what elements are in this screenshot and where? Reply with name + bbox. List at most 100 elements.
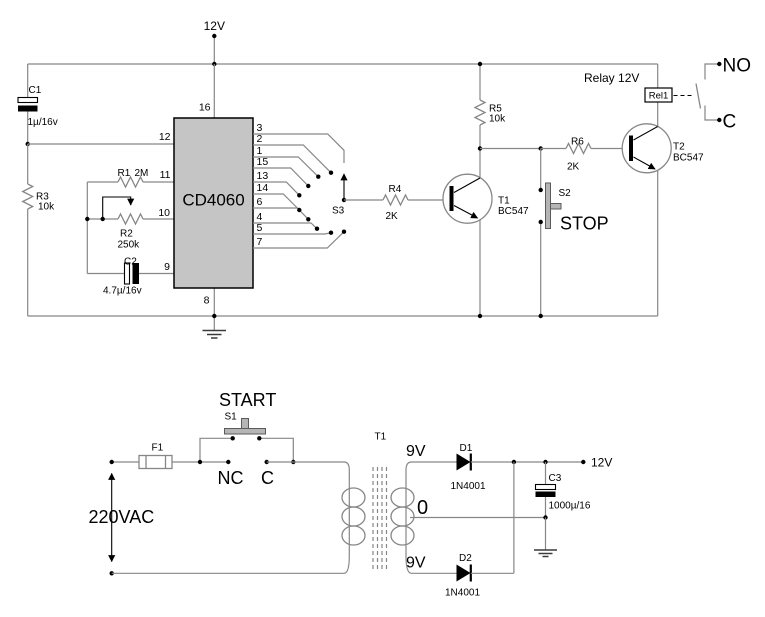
diode-d1: D1 1N4001 — [451, 443, 586, 492]
mains-input-220vac: 220VAC — [89, 459, 155, 576]
transistor-t2: T2 BC547 — [621, 102, 704, 316]
relay-no-label: NO — [723, 56, 752, 77]
r1-ref: R1 — [118, 168, 131, 179]
relay-ref: Rel1 — [649, 91, 669, 102]
r2-ref: R2 — [120, 229, 133, 240]
r4-ref: R4 — [389, 184, 402, 195]
ic-pin6-label: 6 — [257, 196, 263, 208]
d2-ref: D2 — [459, 553, 472, 564]
s2-button-actuator — [550, 203, 562, 210]
c1-ref: C1 — [29, 85, 42, 96]
rotary-switch-s3: S3 — [253, 133, 348, 249]
t1-emitter-arrow — [453, 205, 479, 219]
c3-value: 1000µ/16 — [549, 501, 591, 512]
relay-label: Relay 12V — [584, 71, 639, 85]
d2-value: 1N4001 — [445, 588, 480, 599]
transformer-t1: T1 9V 0 9V — [111, 432, 546, 574]
c3-ref: C3 — [549, 473, 562, 484]
t2-base-bar — [629, 135, 633, 161]
capacitor-c2: C2 4.7µ/16v — [87, 257, 174, 297]
pushbutton-s2: S2 STOP — [538, 148, 609, 319]
s1-button-stem — [241, 418, 249, 429]
fuse-f1: F1 — [138, 443, 229, 470]
ic-pin3-label: 3 — [257, 122, 263, 134]
t1-ref: T1 — [498, 196, 510, 207]
pushbutton-s1: START S1 NC C — [197, 390, 296, 488]
transformer-core — [372, 467, 388, 571]
ic-pin9-label: 9 — [164, 261, 170, 273]
r6-value: 2K — [567, 162, 580, 173]
ic-cd4060: CD4060 16 8 12 11 10 9 3 2 1 15 13 14 6 … — [158, 64, 268, 316]
d1-value: 1N4001 — [451, 481, 486, 492]
r5-ref: R5 — [489, 104, 502, 115]
diode-d2: D2 1N4001 — [445, 462, 515, 599]
t1-value: BC547 — [498, 206, 529, 217]
ic-pin16-label: 16 — [199, 102, 211, 114]
c2-value: 4.7µ/16v — [103, 286, 142, 297]
transformer-ref: T1 — [375, 432, 387, 443]
r6-ref: R6 — [571, 137, 584, 148]
s2-stop-label: STOP — [560, 214, 609, 234]
secondary-0v-label: 0 — [417, 497, 428, 519]
resistor-r4: R4 2K — [344, 184, 450, 222]
resistor-r3: R3 10k — [21, 144, 55, 316]
f1-ref: F1 — [152, 443, 164, 454]
s1-nc-label: NC — [218, 468, 244, 488]
mains-voltage-label: 220VAC — [89, 507, 155, 527]
secondary-9v-bottom-label: 9V — [406, 555, 426, 572]
supply-12v-label: 12V — [204, 19, 225, 33]
capacitor-c3: C3 1000µ/16 — [534, 462, 591, 520]
ic-pin1-label: 1 — [257, 145, 263, 157]
resistor-r1: R1 2M — [86, 168, 174, 274]
ic-pin13-label: 13 — [257, 170, 269, 182]
ic-pin8-label: 8 — [204, 295, 210, 307]
output-12v-terminal: 12V — [591, 456, 612, 470]
wire-collector-node — [480, 146, 543, 151]
r1-value: 2M — [135, 168, 149, 179]
potentiometer-r2: R2 250k — [85, 196, 174, 251]
r2-value: 250k — [118, 240, 141, 251]
secondary-9v-top-label: 9V — [406, 443, 426, 460]
s1-ref: S1 — [225, 412, 238, 423]
r3-ref: R3 — [36, 192, 49, 203]
ic-pin4-label: 4 — [257, 211, 263, 223]
transistor-t1: T1 BC547 — [442, 146, 529, 319]
r4-value: 2K — [386, 211, 399, 222]
ic-name: CD4060 — [182, 191, 244, 210]
relay-contact-blade — [695, 83, 702, 109]
ic-pin11-label: 11 — [160, 169, 171, 181]
s2-ref: S2 — [559, 188, 572, 199]
d2-triangle — [456, 564, 471, 582]
t2-value: BC547 — [673, 153, 704, 164]
bus-wires — [27, 63, 658, 317]
t2-emitter-arrow — [633, 156, 656, 170]
ic-pin12-label: 12 — [159, 131, 171, 143]
s1-button-bar — [224, 428, 266, 435]
d1-triangle — [456, 453, 471, 471]
r5-value: 10k — [489, 114, 506, 125]
ic-pin14-label: 14 — [257, 182, 269, 194]
resistor-r5: R5 10k — [473, 61, 506, 149]
relay-c-label: C — [723, 112, 737, 133]
t1-base-bar — [449, 186, 454, 211]
ic-pin7-label: 7 — [257, 236, 263, 248]
relay-rel1: Rel1 Relay 12V NO C — [584, 56, 751, 133]
s1-c-label: C — [261, 468, 274, 488]
ic-pin5-label: 5 — [257, 222, 263, 234]
d1-ref: D1 — [460, 443, 473, 454]
s2-button-bar — [545, 182, 551, 229]
output-12v-label: 12V — [591, 456, 612, 470]
ground-symbol-main — [202, 313, 226, 339]
capacitor-c1: C1 1µ/16v — [17, 64, 58, 147]
c2-ref: C2 — [124, 257, 137, 268]
c1-value: 1µ/16v — [28, 117, 58, 128]
supply-12v-terminal: 12V — [204, 19, 225, 67]
s3-ref: S3 — [332, 206, 345, 217]
resistor-r6: R6 2K — [540, 137, 630, 173]
s1-start-label: START — [219, 390, 276, 410]
r2-wiper-arrow — [102, 196, 135, 219]
ic-pin2-label: 2 — [257, 133, 263, 145]
ground-symbol-c3 — [534, 517, 557, 558]
